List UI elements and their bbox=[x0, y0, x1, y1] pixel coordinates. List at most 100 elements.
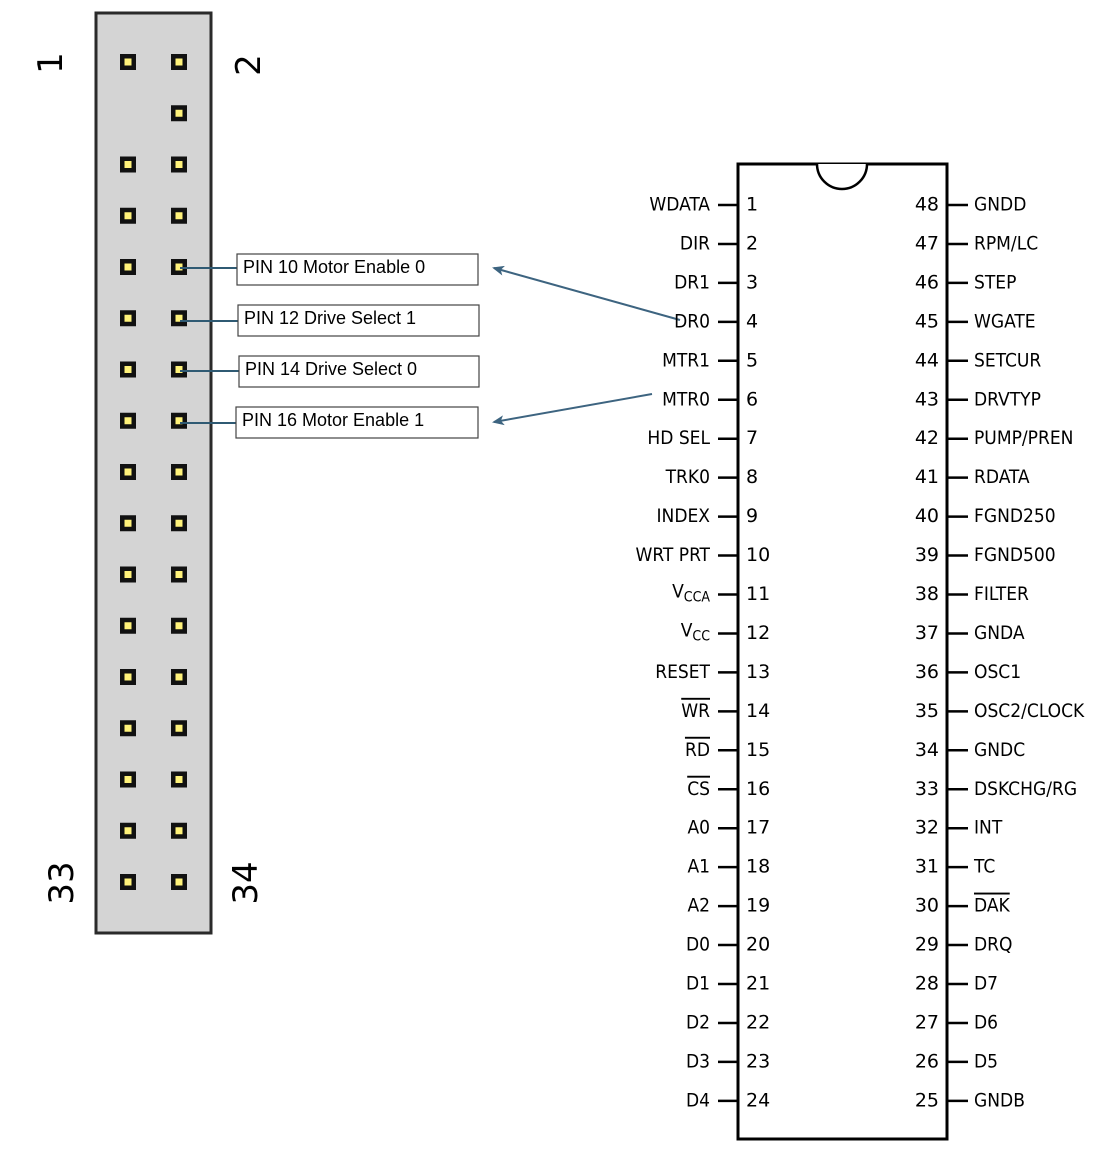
header-pin-contact bbox=[124, 161, 132, 168]
corner-label-33: 33 bbox=[42, 861, 82, 904]
left-pin-name-20: D0 bbox=[686, 934, 710, 956]
left-pin-name-22: D2 bbox=[686, 1011, 710, 1033]
header-pin-contact bbox=[124, 622, 132, 630]
right-pin-name-44: SETCUR bbox=[974, 349, 1041, 371]
right-pin-name-30: DAK bbox=[974, 895, 1011, 917]
right-pin-number-42: 42 bbox=[915, 427, 939, 449]
right-pin-name-38: FILTER bbox=[974, 583, 1029, 605]
right-pin-number-31: 31 bbox=[915, 856, 939, 878]
right-pin-name-41: RDATA bbox=[974, 466, 1030, 488]
right-pin-name-31: TC bbox=[973, 856, 995, 878]
callout-text-pin-10: PIN 10 Motor Enable 0 bbox=[243, 257, 425, 277]
right-pin-name-47: RPM/LC bbox=[974, 232, 1038, 254]
right-pin-number-46: 46 bbox=[915, 271, 939, 293]
left-pin-number-14: 14 bbox=[746, 700, 770, 722]
callouts: PIN 10 Motor Enable 0 PIN 12 Drive Selec… bbox=[180, 253, 480, 439]
right-pin-number-41: 41 bbox=[915, 466, 939, 488]
left-pin-number-8: 8 bbox=[746, 466, 758, 488]
right-pin-number-44: 44 bbox=[915, 349, 939, 371]
header-pin-contact bbox=[175, 878, 183, 886]
right-pin-number-26: 26 bbox=[915, 1050, 939, 1072]
left-pin-name-21: D1 bbox=[686, 973, 710, 995]
right-pin-name-36: OSC1 bbox=[974, 661, 1021, 683]
right-pin-number-28: 28 bbox=[915, 973, 939, 995]
arrow-dr0-to-pin10 bbox=[492, 265, 681, 321]
right-pin-name-28: D7 bbox=[974, 973, 998, 995]
right-pin-number-37: 37 bbox=[915, 622, 939, 644]
right-pin-name-46: STEP bbox=[974, 271, 1016, 293]
right-pin-number-27: 27 bbox=[915, 1011, 939, 1033]
left-pin-number-19: 19 bbox=[746, 895, 770, 917]
left-pin-number-2: 2 bbox=[746, 232, 758, 254]
right-pin-name-33: DSKCHG/RG bbox=[974, 778, 1077, 800]
right-pin-number-30: 30 bbox=[915, 895, 939, 917]
left-pin-name-8: TRK0 bbox=[665, 466, 710, 488]
right-pin-name-39: FGND500 bbox=[974, 544, 1056, 566]
header-pin-contact bbox=[124, 776, 132, 783]
right-pin-number-43: 43 bbox=[915, 388, 939, 410]
left-pin-number-1: 1 bbox=[746, 194, 758, 216]
left-pin-number-5: 5 bbox=[746, 349, 758, 371]
left-pin-name-17: A0 bbox=[687, 817, 710, 839]
chip-body bbox=[736, 162, 949, 1141]
right-pin-name-42: PUMP/PREN bbox=[974, 427, 1073, 449]
right-pin-number-25: 25 bbox=[915, 1089, 939, 1111]
left-pin-name-13: RESET bbox=[655, 661, 710, 683]
header-pin-contact bbox=[175, 776, 183, 783]
header-pin-contact bbox=[124, 263, 132, 271]
left-pin-number-12: 12 bbox=[746, 622, 770, 644]
right-pin-name-34: GNDC bbox=[974, 739, 1025, 761]
left-pin-number-16: 16 bbox=[746, 778, 770, 800]
left-pin-name-19: A2 bbox=[687, 895, 710, 917]
callout-box bbox=[238, 355, 480, 388]
left-pin-name-6: MTR0 bbox=[662, 388, 710, 410]
right-pin-name-45: WGATE bbox=[974, 310, 1036, 332]
right-pin-name-26: D5 bbox=[974, 1050, 998, 1072]
left-pin-name-3: DR1 bbox=[674, 271, 710, 293]
right-pin-number-35: 35 bbox=[915, 700, 939, 722]
right-pin-number-48: 48 bbox=[915, 194, 939, 216]
header-pin-contact bbox=[124, 878, 132, 886]
left-pin-name-15: RD bbox=[685, 739, 710, 761]
callout-text-pin-16: PIN 16 Motor Enable 1 bbox=[242, 410, 424, 430]
left-pin-name-2: DIR bbox=[680, 232, 710, 254]
header-pin-contact bbox=[175, 571, 183, 578]
left-pin-number-18: 18 bbox=[746, 856, 770, 878]
left-pin-number-3: 3 bbox=[746, 271, 758, 293]
left-pin-number-23: 23 bbox=[746, 1050, 770, 1072]
right-pin-number-39: 39 bbox=[915, 544, 939, 566]
right-pin-number-45: 45 bbox=[915, 310, 939, 332]
right-pin-number-34: 34 bbox=[915, 739, 939, 761]
left-pin-name-14: WR bbox=[681, 700, 710, 722]
header-pin-contact bbox=[175, 314, 183, 322]
header-pin-contact bbox=[124, 724, 132, 732]
left-pin-number-21: 21 bbox=[746, 973, 770, 995]
right-pin-number-32: 32 bbox=[915, 817, 939, 839]
left-pin-number-10: 10 bbox=[746, 544, 770, 566]
right-pin-number-29: 29 bbox=[915, 934, 939, 956]
left-pin-number-22: 22 bbox=[746, 1011, 770, 1033]
header-pin-contact bbox=[175, 519, 183, 527]
left-pin-name-23: D3 bbox=[686, 1050, 710, 1072]
left-pin-name-12: VCC bbox=[681, 619, 711, 645]
left-pin-name-5: MTR1 bbox=[662, 349, 710, 371]
header-pin-contact bbox=[175, 109, 183, 117]
corner-label-34: 34 bbox=[226, 861, 266, 904]
left-pin-name-11: VCCA bbox=[672, 580, 710, 606]
header-pin-contact bbox=[175, 58, 183, 66]
right-pin-number-40: 40 bbox=[915, 505, 939, 527]
left-pin-name-4: DR0 bbox=[674, 310, 710, 332]
arrow-mtr0-to-pin16 bbox=[492, 393, 653, 426]
right-pin-name-37: GNDA bbox=[974, 622, 1025, 644]
left-pin-name-9: INDEX bbox=[657, 505, 711, 527]
callout-text-pin-12: PIN 12 Drive Select 1 bbox=[244, 308, 416, 328]
header-pin-contact bbox=[175, 724, 183, 732]
header-pin-contact bbox=[175, 161, 183, 168]
right-pin-name-35: OSC2/CLOCK bbox=[974, 700, 1085, 722]
left-pin-number-13: 13 bbox=[746, 661, 770, 683]
left-pin-name-7: HD SEL bbox=[647, 427, 710, 449]
left-pin-number-7: 7 bbox=[746, 427, 758, 449]
header-body bbox=[94, 11, 213, 935]
